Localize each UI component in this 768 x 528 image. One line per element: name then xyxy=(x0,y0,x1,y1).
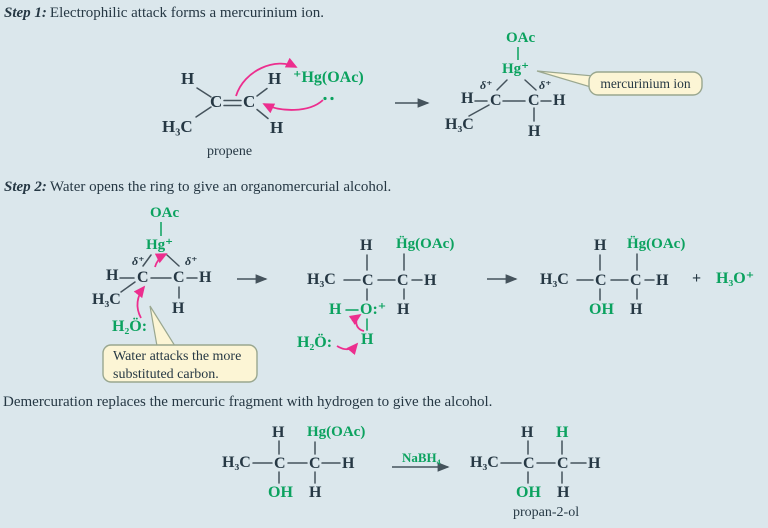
br-h-bottom: H xyxy=(557,484,570,501)
s2m-h-bottom-right: H xyxy=(397,301,410,318)
br-oh: OH xyxy=(516,484,541,501)
s1p-h3c: H₃C xyxy=(445,116,474,133)
s1p-hg: Hg⁺ xyxy=(502,61,530,77)
step1-heading-text: Electrophilic attack forms a mercurinium… xyxy=(49,5,324,21)
s1p-c2: C xyxy=(528,92,540,109)
s2l-h2o: H₂Ö: xyxy=(112,318,148,335)
s2m-h3c: H₃C xyxy=(307,271,336,288)
s2l-delta-left: δ⁺ xyxy=(132,254,145,268)
bl-c2: C xyxy=(309,455,321,472)
propene-h3c: H₃C xyxy=(162,117,193,136)
demercuration-right-bonds xyxy=(500,440,587,484)
mercury-lone-pair-dots xyxy=(323,96,334,101)
bl-h-top: H xyxy=(272,424,285,441)
br-h-top-right: H xyxy=(556,424,569,441)
step2-right-bonds xyxy=(576,253,655,301)
s2r-oh: OH xyxy=(589,301,614,318)
s2l-h-bottom: H xyxy=(172,300,185,317)
step1-heading-label: Step 1: xyxy=(4,5,47,21)
nabh4-reagent: NaBH₄ xyxy=(402,450,441,465)
water-callout-shape xyxy=(102,305,258,383)
mercurinium-bonds xyxy=(468,79,552,122)
propene-bonds xyxy=(195,87,269,120)
s2r-h3c: H₃C xyxy=(540,271,569,288)
s2r-hgoac: Ḧg(OAc) xyxy=(627,236,686,252)
s2m-h-below-o: H xyxy=(361,331,374,348)
br-c1: C xyxy=(523,455,535,472)
step2-middle-curved-arrows xyxy=(336,313,365,356)
s1p-c1: C xyxy=(490,92,502,109)
br-c2: C xyxy=(557,455,569,472)
step2-left-curved-arrows xyxy=(133,253,168,319)
propene-c1: C xyxy=(210,92,223,111)
step2-heading: Step 2:Water opens the ring to give an o… xyxy=(4,179,391,196)
s2l-h3c: H₃C xyxy=(92,291,121,308)
step2-middle-green-bonds xyxy=(345,309,368,331)
propene-h-bottomright: H xyxy=(270,118,284,137)
s2m-h-top: H xyxy=(360,237,373,254)
s1p-h-right: H xyxy=(553,92,566,109)
bl-hgoac: Hg(OAc) xyxy=(307,424,366,440)
s2l-hg: Hg⁺ xyxy=(146,237,174,253)
s2l-oac: OAc xyxy=(150,205,180,221)
demercuration-heading-text: Demercuration replaces the mercuric frag… xyxy=(3,394,493,410)
step1-heading: Step 1:Electrophilic attack forms a merc… xyxy=(4,5,324,22)
water-callout-line1: Water attacks the more xyxy=(113,349,242,364)
s2m-hgoac: Ḧg(OAc) xyxy=(396,236,455,252)
bl-oh: OH xyxy=(268,484,293,501)
s1p-h-left: H xyxy=(461,90,474,107)
br-h3c: H₃C xyxy=(470,454,499,471)
s2m-o-plus: O:⁺ xyxy=(360,301,387,318)
s2l-c1: C xyxy=(137,269,149,286)
step1-curved-arrows xyxy=(235,57,324,114)
s2r-c2: C xyxy=(630,272,642,289)
plus-sign: + xyxy=(692,270,702,287)
propene-h-topleft: H xyxy=(181,69,195,88)
s2l-delta-right: δ⁺ xyxy=(185,254,198,268)
bl-h3c: H₃C xyxy=(222,454,251,471)
s2r-h-top: H xyxy=(594,237,607,254)
s2m-h2o: H₂Ö: xyxy=(297,334,333,351)
water-callout-label: Water attacks the more substituted carbo… xyxy=(113,348,241,383)
s2r-h-bottom: H xyxy=(630,301,643,318)
water-callout-line2: substituted carbon. xyxy=(113,366,219,382)
br-h-right: H xyxy=(588,455,601,472)
mercurinium-callout-label: mercurinium ion xyxy=(600,75,691,91)
propene-h-topright: H xyxy=(268,69,282,88)
hydronium: H₃O⁺ xyxy=(716,270,755,287)
s1p-delta-left: δ⁺ xyxy=(480,78,493,92)
step2-left-bonds xyxy=(119,254,198,299)
step2-heading-text: Water opens the ring to give an organome… xyxy=(49,179,392,195)
s2m-h-right: H xyxy=(424,272,437,289)
bl-h-bottom: H xyxy=(309,484,322,501)
propene-caption: propene xyxy=(207,144,253,159)
s2m-c2: C xyxy=(397,272,409,289)
product-caption: propan-2-ol xyxy=(513,505,580,520)
step2-heading-label: Step 2: xyxy=(4,179,47,195)
s2r-c1: C xyxy=(595,272,607,289)
propene-c2: C xyxy=(243,92,256,111)
s1p-h-bottom: H xyxy=(528,123,541,140)
s2l-h-left: H xyxy=(106,267,119,284)
step2-middle-bonds xyxy=(343,253,423,301)
bl-h-right: H xyxy=(342,455,355,472)
br-h-top-left: H xyxy=(521,424,534,441)
demercuration-heading: Demercuration replaces the mercuric frag… xyxy=(3,394,492,411)
s2r-h-right: H xyxy=(656,272,669,289)
s1p-delta-right: δ⁺ xyxy=(539,78,552,92)
s2m-c1: C xyxy=(362,272,374,289)
mercury-reagent: ⁺Hg(OAc) xyxy=(293,69,364,86)
bl-c1: C xyxy=(274,455,286,472)
s1p-oac: OAc xyxy=(506,30,536,46)
demercuration-left-bonds xyxy=(252,440,341,484)
mercurinium-callout-shape xyxy=(536,70,703,96)
s2l-c2: C xyxy=(173,269,185,286)
s2m-h-of-oh: H xyxy=(329,301,342,318)
s2l-h-right: H xyxy=(199,269,212,286)
